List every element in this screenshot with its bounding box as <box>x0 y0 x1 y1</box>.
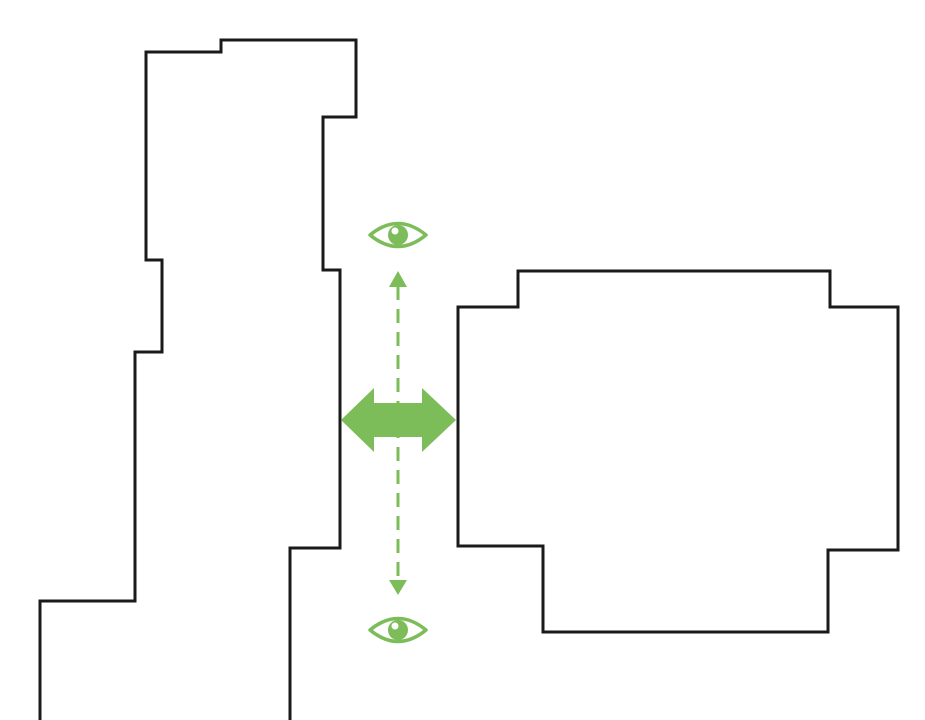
bottom-eye-icon <box>368 616 428 644</box>
sightline-arrowhead-up <box>389 271 407 287</box>
sightline-arrowhead-down <box>389 580 407 595</box>
gap-double-arrow <box>341 388 456 452</box>
bottom-eye-iris <box>388 620 408 640</box>
top-eye-outline <box>368 221 428 249</box>
right-building-outline <box>456 269 900 634</box>
top-eye-highlight <box>391 227 399 235</box>
bottom-eye-outline <box>368 616 428 644</box>
left-building-outline <box>38 38 358 720</box>
bottom-eye-highlight <box>391 622 399 630</box>
top-eye-icon <box>368 221 428 249</box>
top-eye-iris <box>388 225 408 245</box>
